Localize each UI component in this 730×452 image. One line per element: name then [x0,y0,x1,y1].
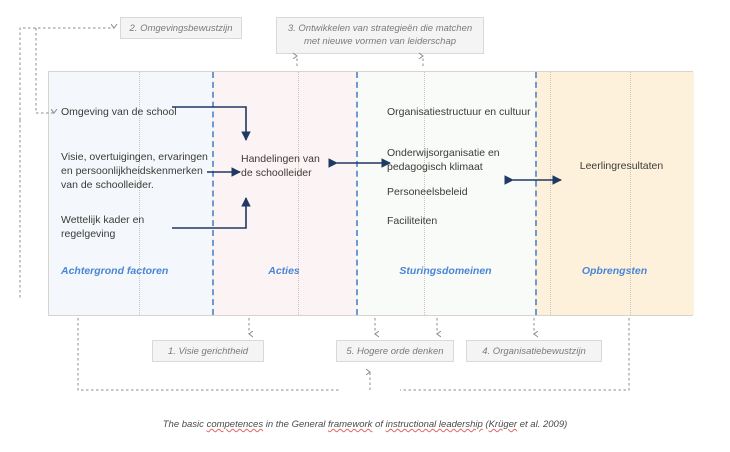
callout-5-hogere-orde-denken: 5. Hogere orde denken [336,340,454,362]
item-personeelsbeleid: Personeelsbeleid [387,186,468,198]
caption-text: in the General [263,419,329,430]
vertical-guide-3 [424,72,425,315]
caption-text: The basic [162,419,207,430]
column-divider-2 [356,72,358,315]
column-divider-3 [535,72,537,315]
item-handelingen-schoolleider: Handelingen van de schoolleider [241,153,320,179]
item-organisatiestructuur: Organisatiestructuur en cultuur [387,106,531,118]
vertical-guide-4 [550,72,551,315]
callout-3-ontwikkelen-strategieen: 3. Ontwikkelen van strategieën die match… [276,17,484,54]
caption-text: ( [482,419,489,430]
item-leerlingresultaten: Leerlingresultaten [579,160,664,172]
item-omgeving-van-de-school: Omgeving van de school [61,106,177,118]
framework-panel: Omgeving van de school Visie, overtuigin… [48,71,694,316]
vertical-guide-2 [298,72,299,315]
callout-2-omgevingsbewustzijn: 2. Omgevingsbewustzijn [120,17,242,39]
vertical-guide-5 [630,72,631,315]
section-label-achtergrond-factoren: Achtergrond factoren [61,265,169,277]
item-onderwijsorganisatie: Onderwijsorganisatie en pedagogisch klim… [387,147,500,173]
callout-1-visie-gerichtheid: 1. Visie gerichtheid [152,340,264,362]
figure-caption: The basic competences in the General fra… [0,419,730,430]
column-steering-domains-bg [356,72,535,315]
column-divider-1 [212,72,214,315]
item-wettelijk-kader: Wettelijk kader en regelgeving [61,214,145,240]
caption-misspelled-word: instructional leadership [385,419,483,430]
column-actions-bg [212,72,356,315]
caption-text: of [372,419,386,430]
item-faciliteiten: Faciliteiten [387,215,438,227]
caption-misspelled-word: competences [206,419,264,430]
column-outcomes-bg [535,72,694,315]
section-label-sturingsdomeinen: Sturingsdomeinen [399,265,492,277]
caption-misspelled-word: framework [328,419,373,430]
item-visie-overtuigingen: Visie, overtuigingen, ervaringen en pers… [61,151,208,191]
vertical-guide-1 [139,72,140,315]
caption-misspelled-word: Krüger [488,419,518,430]
caption-text: et al. 2009) [517,419,568,430]
callout-4-organisatiebewustzijn: 4. Organisatiebewustzijn [466,340,602,362]
section-label-opbrengsten: Opbrengsten [581,265,648,277]
section-label-acties: Acties [268,265,300,277]
